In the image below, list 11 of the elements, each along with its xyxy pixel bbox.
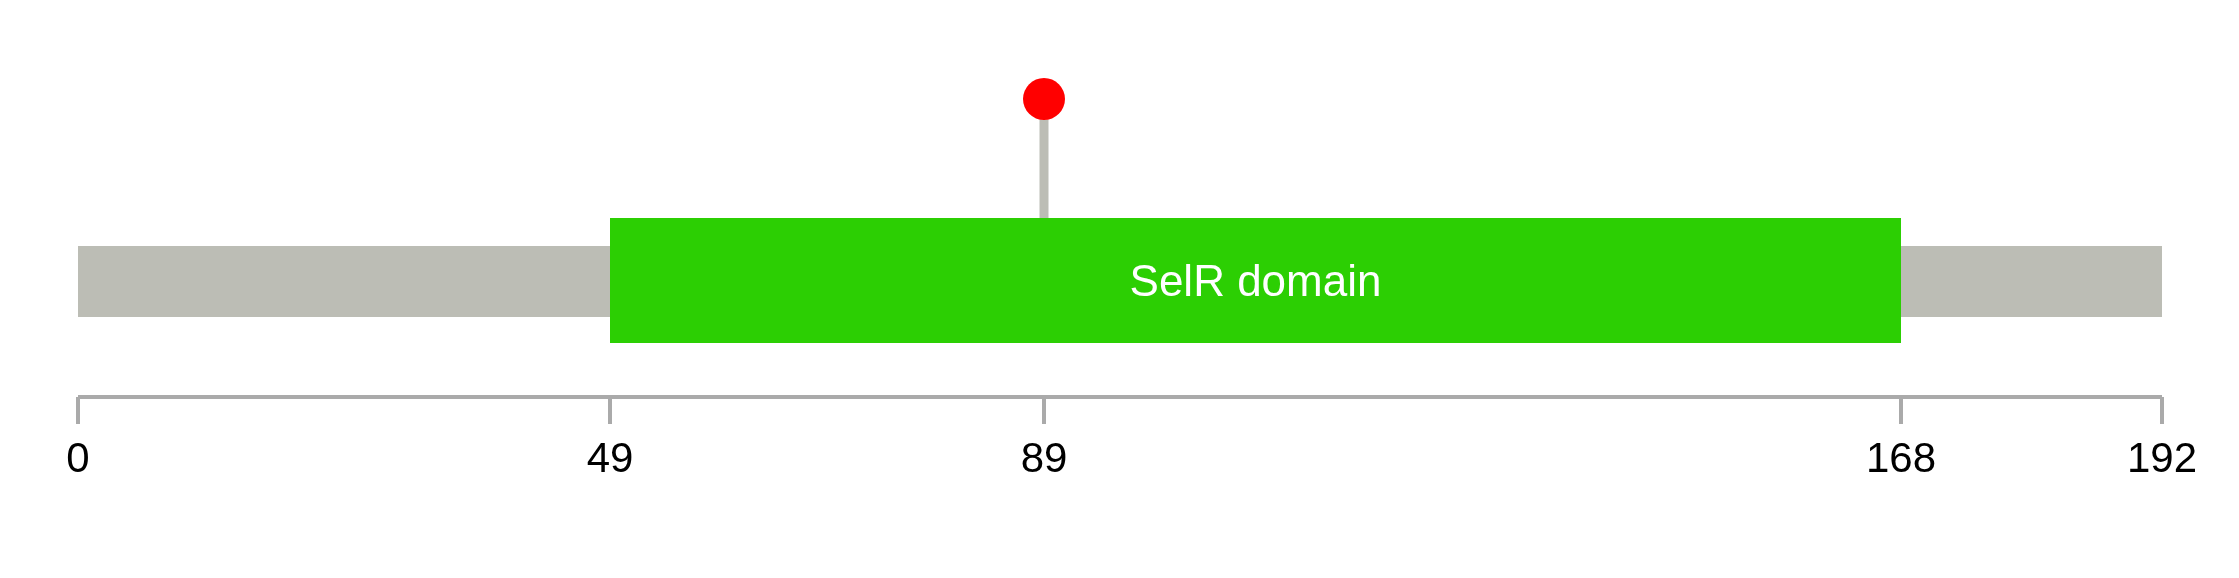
protein-backbone-bar [1901, 246, 2162, 317]
tick-label: 49 [586, 437, 634, 479]
tick-label: 0 [66, 437, 90, 479]
mutation-marker [1023, 78, 1065, 120]
domain-label: SelR domain [1129, 255, 1382, 306]
protein-backbone-bar [78, 246, 610, 317]
lollipop-stem [1039, 120, 1049, 218]
tick-label: 192 [2126, 437, 2198, 479]
domain-box [610, 218, 1901, 343]
tick-label: 89 [1020, 437, 1068, 479]
tick-label: 168 [1865, 437, 1937, 479]
